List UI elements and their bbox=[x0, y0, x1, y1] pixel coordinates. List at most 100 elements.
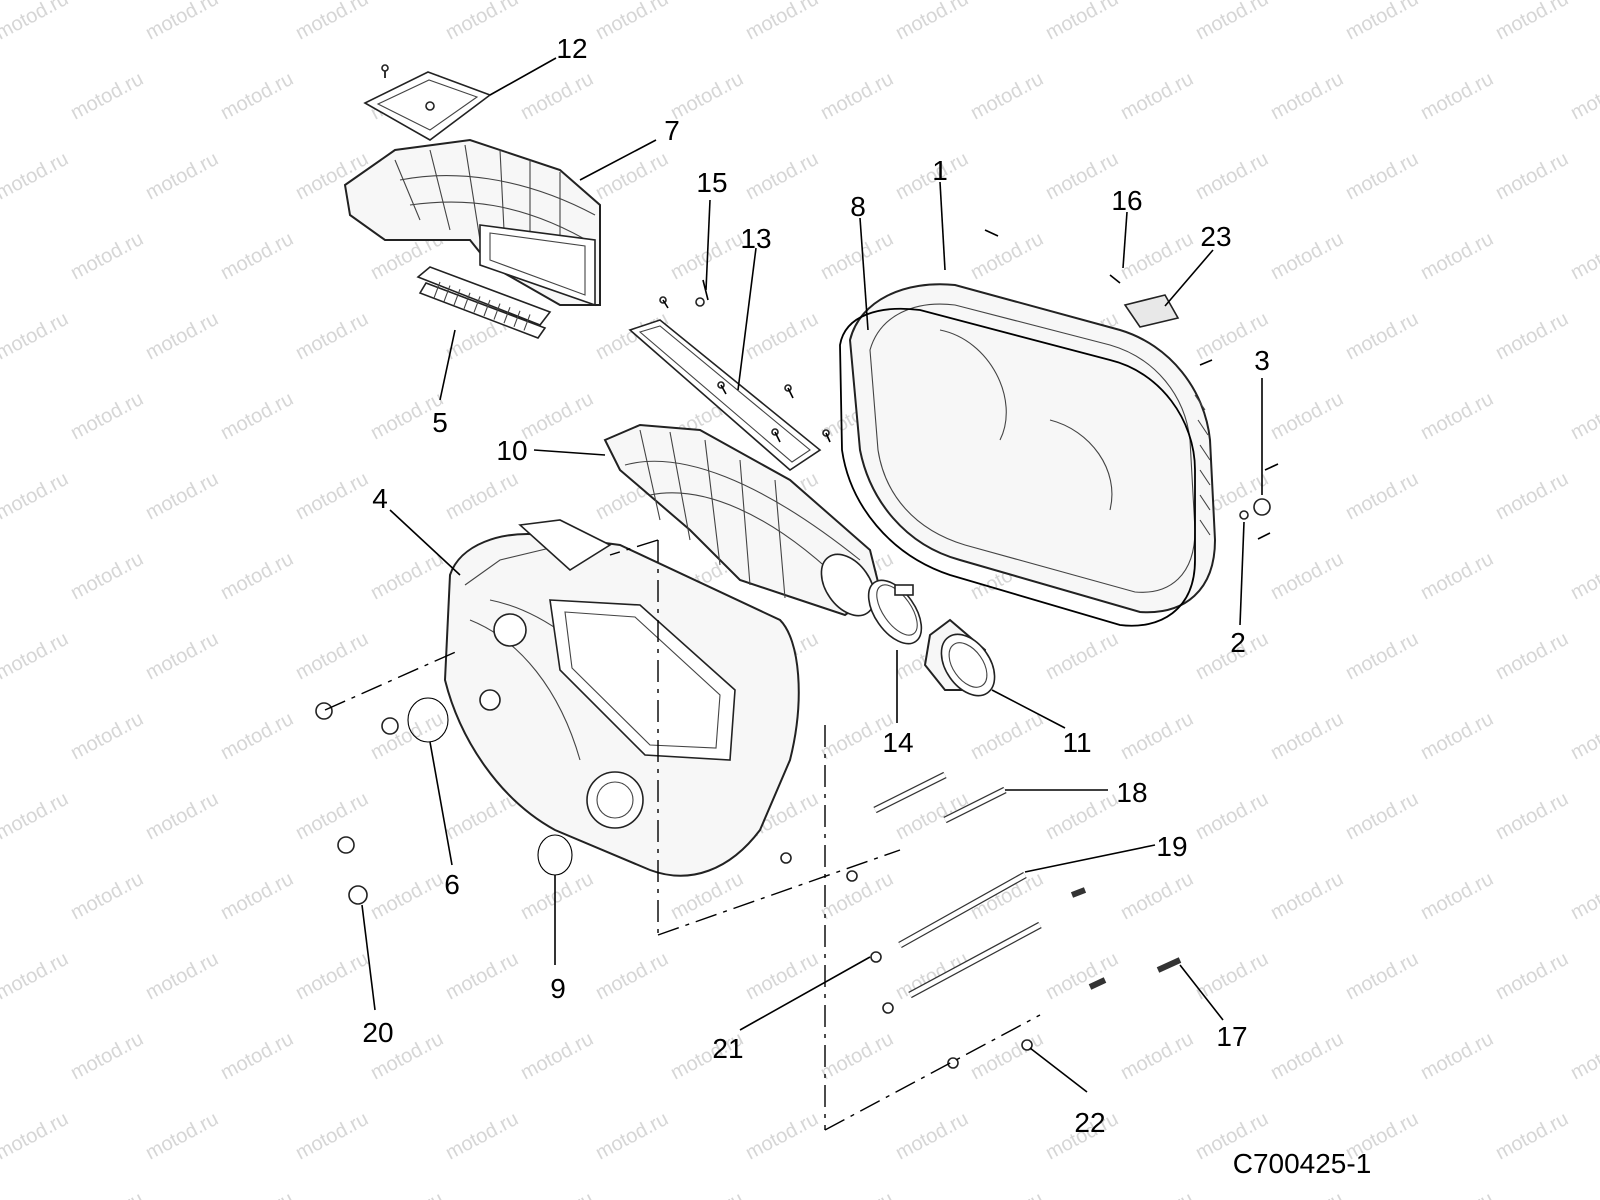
watermark-text: motod.ru bbox=[367, 1188, 447, 1200]
part-12-cover-plate bbox=[363, 64, 492, 141]
watermark-text: motod.ru bbox=[142, 788, 222, 844]
centerlines bbox=[324, 539, 1041, 1131]
watermark-text: motod.ru bbox=[1042, 628, 1122, 684]
watermark-text: motod.ru bbox=[1042, 788, 1122, 844]
watermark-text: motod.ru bbox=[0, 948, 72, 1004]
watermark-text: motod.ru bbox=[217, 1188, 297, 1200]
watermark-text: motod.ru bbox=[1492, 148, 1572, 204]
watermark-text: motod.ru bbox=[67, 708, 147, 764]
watermark-text: motod.ru bbox=[1342, 148, 1422, 204]
watermark-text: motod.ru bbox=[1492, 1108, 1572, 1164]
callout-18: 18 bbox=[1116, 777, 1147, 808]
watermark-text: motod.ru bbox=[292, 468, 372, 524]
callout-21: 21 bbox=[712, 1033, 743, 1064]
watermark-text: motod.ru bbox=[142, 948, 222, 1004]
callout-10: 10 bbox=[496, 435, 527, 466]
watermark-text: motod.ru bbox=[442, 1108, 522, 1164]
watermark-text: motod.ru bbox=[0, 308, 72, 364]
watermark-text: motod.ru bbox=[1567, 1028, 1600, 1084]
watermark-text: motod.ru bbox=[1267, 868, 1347, 924]
watermark-text: motod.ru bbox=[1342, 468, 1422, 524]
watermark-text: motod.ru bbox=[967, 708, 1047, 764]
watermark-text: motod.ru bbox=[967, 1028, 1047, 1084]
watermark-text: motod.ru bbox=[1342, 308, 1422, 364]
watermark-text: motod.ru bbox=[1117, 228, 1197, 284]
callout-labels: 12 7 5 15 13 1 8 16 23 3 2 10 4 6 9 20 1… bbox=[362, 33, 1269, 1138]
watermark-text: motod.ru bbox=[1192, 788, 1272, 844]
part-5-filter-screen bbox=[416, 266, 552, 339]
part-14-hose-clamp bbox=[867, 579, 923, 645]
watermark-text: motod.ru bbox=[517, 868, 597, 924]
watermark-text: motod.ru bbox=[142, 308, 222, 364]
callout-17: 17 bbox=[1216, 1021, 1247, 1052]
watermark-text: motod.ru bbox=[67, 548, 147, 604]
watermark-text: motod.ru bbox=[517, 1028, 597, 1084]
watermark-text: motod.ru bbox=[0, 628, 72, 684]
part-8-cover-seal bbox=[839, 307, 1196, 627]
watermark-text: motod.ru bbox=[67, 68, 147, 124]
watermark-text: motod.ru bbox=[892, 1108, 972, 1164]
watermark-text: motod.ru bbox=[1417, 388, 1497, 444]
watermark-text: motod.ru bbox=[67, 868, 147, 924]
watermark-text: motod.ru bbox=[217, 1028, 297, 1084]
watermark-text: motod.ru bbox=[967, 1188, 1047, 1200]
watermark-text: motod.ru bbox=[517, 68, 597, 124]
part-10-outlet-duct bbox=[603, 423, 882, 617]
watermark-text: motod.ru bbox=[817, 1028, 897, 1084]
callout-2: 2 bbox=[1230, 627, 1246, 658]
callout-9: 9 bbox=[550, 973, 566, 1004]
watermark-text: motod.ru bbox=[292, 628, 372, 684]
callout-6: 6 bbox=[444, 869, 460, 900]
watermark-text: motod.ru bbox=[67, 228, 147, 284]
watermark-text: motod.ru bbox=[742, 1108, 822, 1164]
callout-19: 19 bbox=[1156, 831, 1187, 862]
watermark-text: motod.ru bbox=[442, 948, 522, 1004]
watermark-text: motod.ru bbox=[0, 468, 72, 524]
watermark-text: motod.ru bbox=[1117, 1188, 1197, 1200]
watermark-text: motod.ru bbox=[367, 868, 447, 924]
watermark-text: motod.ru bbox=[1267, 1028, 1347, 1084]
watermark-text: motod.ru bbox=[142, 628, 222, 684]
callout-4: 4 bbox=[372, 483, 388, 514]
watermark-text: motod.ru bbox=[1267, 708, 1347, 764]
watermark-text: motod.ru bbox=[1567, 548, 1600, 604]
watermark-text: motod.ru bbox=[1417, 68, 1497, 124]
watermark-text: motod.ru bbox=[367, 548, 447, 604]
callout-12: 12 bbox=[556, 33, 587, 64]
screen-slot bbox=[433, 281, 441, 299]
watermark-text: motod.ru bbox=[892, 0, 972, 44]
watermark-text: motod.ru bbox=[1567, 868, 1600, 924]
watermark-text: motod.ru bbox=[217, 548, 297, 604]
watermark-text: motod.ru bbox=[1042, 0, 1122, 44]
watermark-text: motod.ru bbox=[1117, 708, 1197, 764]
leader-lines bbox=[361, 57, 1263, 1093]
screen-slot bbox=[493, 303, 501, 320]
watermark-text: motod.ru bbox=[592, 148, 672, 204]
watermark-text: motod.ru bbox=[1342, 0, 1422, 44]
watermark-text: motod.ru bbox=[142, 1108, 222, 1164]
watermark-text: motod.ru bbox=[1567, 1188, 1600, 1200]
watermark-text: motod.ru bbox=[142, 468, 222, 524]
watermark-text: motod.ru bbox=[1492, 948, 1572, 1004]
watermark-text: motod.ru bbox=[1267, 68, 1347, 124]
watermark-text: motod.ru bbox=[667, 1188, 747, 1200]
watermark-text: motod.ru bbox=[742, 0, 822, 44]
screen-slot bbox=[453, 289, 461, 306]
callout-14: 14 bbox=[882, 727, 913, 758]
watermark-text: motod.ru bbox=[592, 948, 672, 1004]
callout-22: 22 bbox=[1074, 1107, 1105, 1138]
callout-11: 11 bbox=[1062, 727, 1091, 758]
watermark-text: motod.ru bbox=[0, 1108, 72, 1164]
watermark-text: motod.ru bbox=[742, 948, 822, 1004]
watermark-text: motod.ru bbox=[292, 0, 372, 44]
reference-code: C700425-1 bbox=[1233, 1148, 1372, 1179]
watermark-text: motod.ru bbox=[67, 388, 147, 444]
watermark-text: motod.ru bbox=[1417, 1188, 1497, 1200]
screen-slot bbox=[463, 292, 471, 309]
watermark-text: motod.ru bbox=[1567, 388, 1600, 444]
callout-8: 8 bbox=[850, 191, 866, 222]
screen-slot bbox=[483, 299, 491, 317]
watermark-text: motod.ru bbox=[1342, 628, 1422, 684]
